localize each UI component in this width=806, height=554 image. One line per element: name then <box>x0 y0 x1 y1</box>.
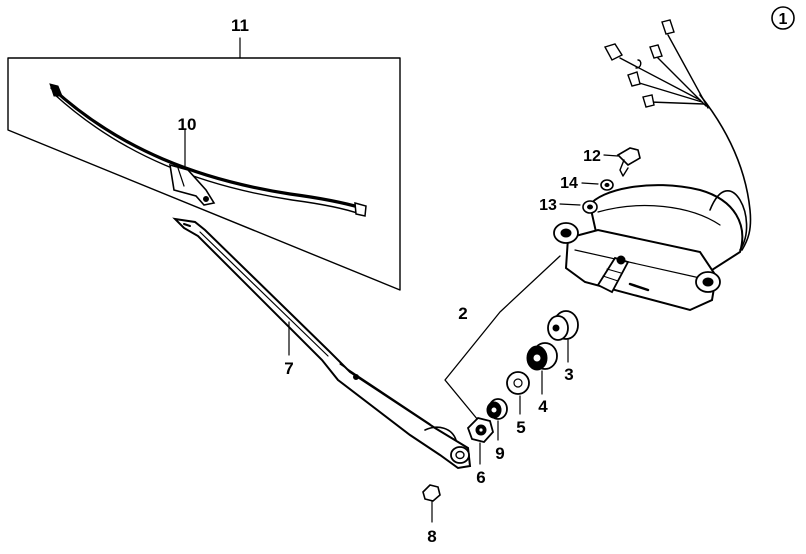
callout-leader-12 <box>603 154 619 157</box>
callout-label-11: 11 <box>231 16 249 35</box>
callout-label-10: 10 <box>178 115 197 134</box>
wiper-arm: 7 <box>172 217 472 470</box>
rubber-bushing: 4 <box>526 342 558 416</box>
callout-label-6: 6 <box>476 468 485 487</box>
callout-leader-14 <box>581 182 599 185</box>
washer-5: 5 <box>506 371 530 437</box>
bolt: 12 <box>583 147 641 177</box>
washer-9: 9 <box>486 398 508 463</box>
callout-label-3: 3 <box>564 365 573 384</box>
callout-label-7: 7 <box>284 359 293 378</box>
spacer-13: 13 <box>539 197 598 214</box>
callout-label-5: 5 <box>516 418 525 437</box>
nut-6: 6 <box>466 417 494 487</box>
figure-number: 1 <box>779 11 788 28</box>
arm-nut: 8 <box>422 484 441 546</box>
callout-label-8: 8 <box>427 527 436 546</box>
wiper-blade: 10 <box>49 83 367 217</box>
callout-leader-2 <box>444 255 561 421</box>
figure-number-badge: 1 <box>771 6 795 30</box>
callout-label-2: 2 <box>458 304 467 323</box>
wiper-motor: 2 <box>444 19 752 421</box>
callout-label-12: 12 <box>583 148 601 165</box>
rubber-grommet: 3 <box>547 310 579 384</box>
callout-label-13: 13 <box>539 197 557 214</box>
callout-leader-13 <box>559 203 581 206</box>
callout-label-9: 9 <box>495 444 504 463</box>
washer-14: 14 <box>560 175 614 192</box>
callout-label-4: 4 <box>538 397 548 416</box>
callout-label-14: 14 <box>560 175 578 192</box>
blade-assembly-panel: 11 <box>7 16 401 291</box>
